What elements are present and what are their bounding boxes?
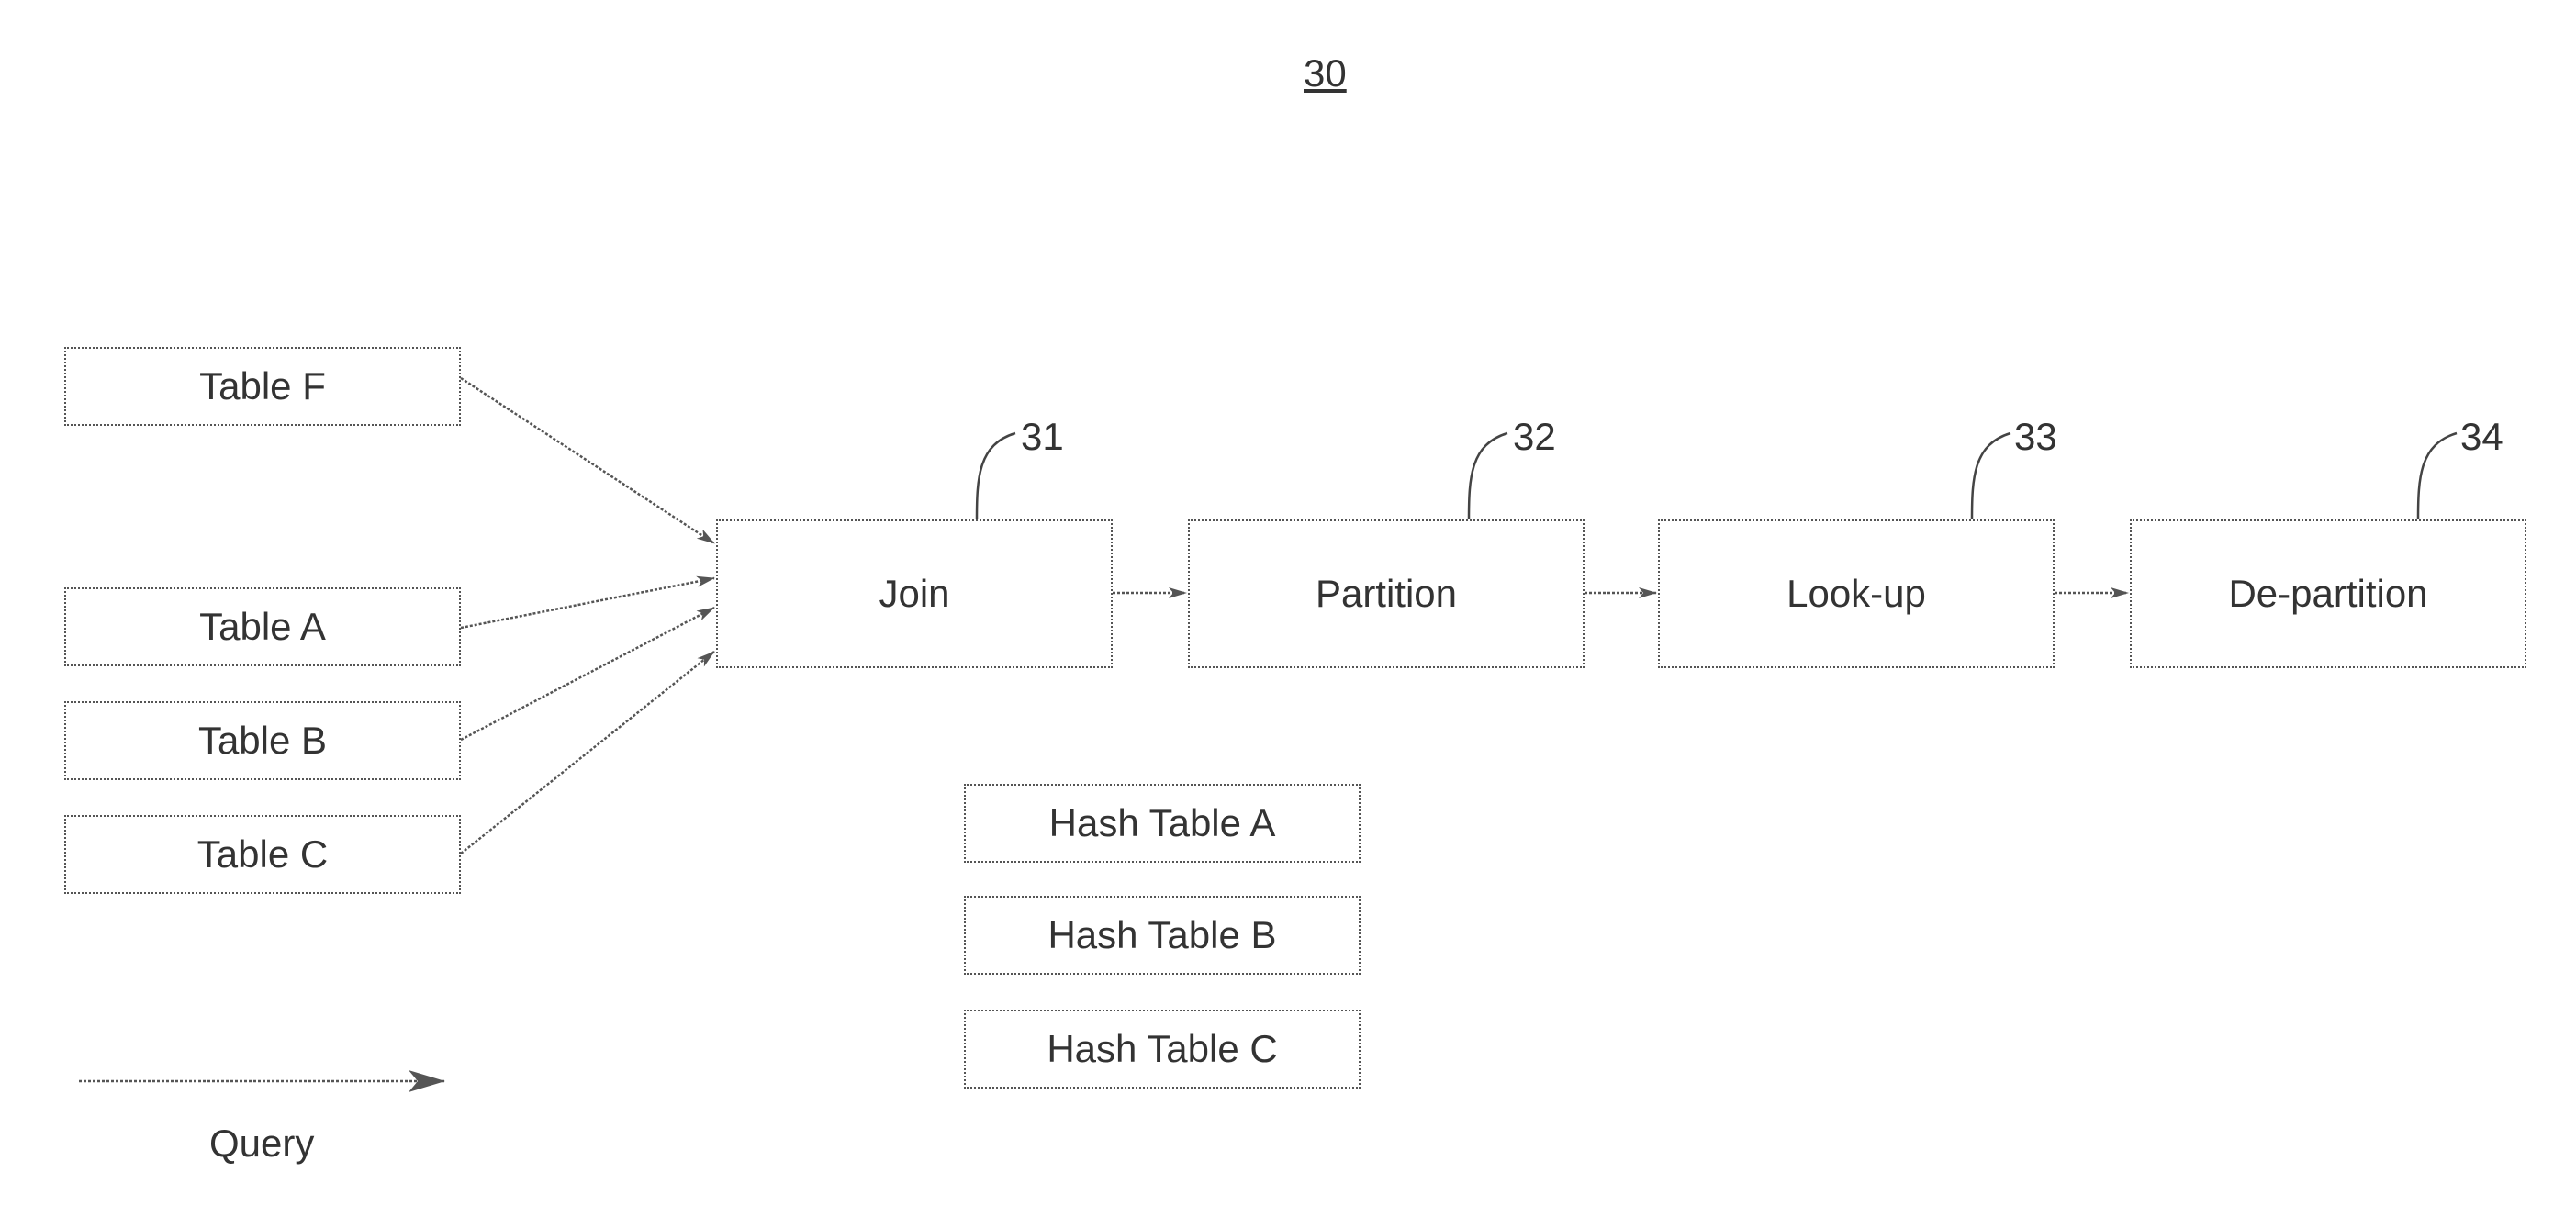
arrow-table-a-to-join	[461, 578, 714, 628]
arrow-table-f-to-join	[461, 378, 714, 543]
leader-33	[1972, 433, 2010, 519]
leader-32	[1469, 433, 1507, 519]
arrow-table-c-to-join	[461, 652, 714, 854]
arrow-table-b-to-join	[461, 608, 714, 740]
leader-31	[977, 433, 1015, 519]
leader-34	[2418, 433, 2457, 519]
